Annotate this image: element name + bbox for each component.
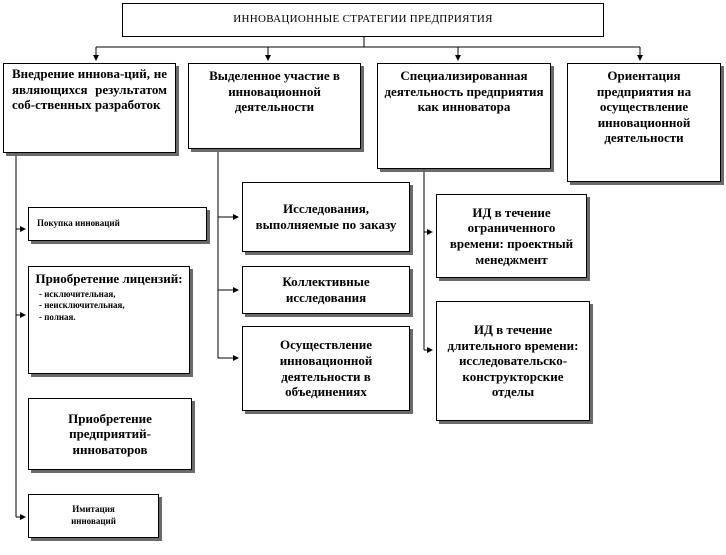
participation-union-box: Осуществление инновационной деятельности… bbox=[242, 326, 410, 411]
participation-collective-box: Коллективные исследования bbox=[242, 266, 410, 314]
acquire-text: Приобретение предприятий-инноваторов bbox=[68, 410, 152, 457]
license-option-exclusive: - исключительная, bbox=[39, 288, 116, 299]
purchase-box: Покупка инноваций bbox=[28, 207, 207, 241]
specialized-long-text: ИД в течение длительного времени: исслед… bbox=[447, 322, 579, 400]
participation-collective-text: Коллективные исследования bbox=[282, 274, 370, 305]
imitation-text: Имитация инноваций bbox=[71, 504, 116, 526]
participation-union-text: Осуществление инновационной деятельности… bbox=[279, 337, 373, 400]
license-option-full: - полная. bbox=[39, 311, 76, 322]
strategy-orientation-text: Ориентация предприятия на осуществление … bbox=[596, 68, 692, 146]
specialized-limited-text: ИД в течение ограниченного времени: прое… bbox=[449, 204, 574, 267]
purchase-text: Покупка инноваций bbox=[37, 218, 120, 229]
imitation-box: Имитация инноваций bbox=[28, 494, 159, 538]
strategy-specialized-text: Специализированная деятельность предприя… bbox=[384, 68, 544, 115]
strategy-specialized-box: Специализированная деятельность предприя… bbox=[377, 63, 551, 169]
specialized-long-box: ИД в течение длительного времени: исслед… bbox=[436, 301, 590, 421]
participation-order-text: Исследования, выполняемые по заказу bbox=[255, 201, 397, 232]
specialized-limited-box: ИД в течение ограниченного времени: прое… bbox=[436, 194, 587, 278]
strategy-participation-text: Выделенное участие в инновационной деяте… bbox=[209, 68, 340, 115]
license-option-nonexclusive: - неисключительная, bbox=[39, 300, 125, 311]
strategy-orientation-box: Ориентация предприятия на осуществление … bbox=[567, 63, 721, 182]
diagram-title-text: ИННОВАЦИОННЫЕ СТРАТЕГИИ ПРЕДПРИЯТИЯ bbox=[233, 13, 493, 26]
diagram-title: ИННОВАЦИОННЫЕ СТРАТЕГИИ ПРЕДПРИЯТИЯ bbox=[122, 3, 604, 37]
acquire-box: Приобретение предприятий-инноваторов bbox=[28, 398, 192, 470]
participation-order-box: Исследования, выполняемые по заказу bbox=[242, 182, 410, 252]
strategy-participation-box: Выделенное участие в инновационной деяте… bbox=[188, 63, 361, 149]
license-box: Приобретение лицензий: - исключительная,… bbox=[28, 266, 190, 374]
license-options: - исключительная, - неисключительная, - … bbox=[39, 289, 183, 324]
license-title: Приобретение лицензий: bbox=[35, 271, 183, 286]
strategy-adoption-text: Внедрение инновa-ций, не являющихся резу… bbox=[12, 66, 167, 113]
strategy-adoption-box: Внедрение инновa-ций, не являющихся резу… bbox=[3, 63, 176, 153]
